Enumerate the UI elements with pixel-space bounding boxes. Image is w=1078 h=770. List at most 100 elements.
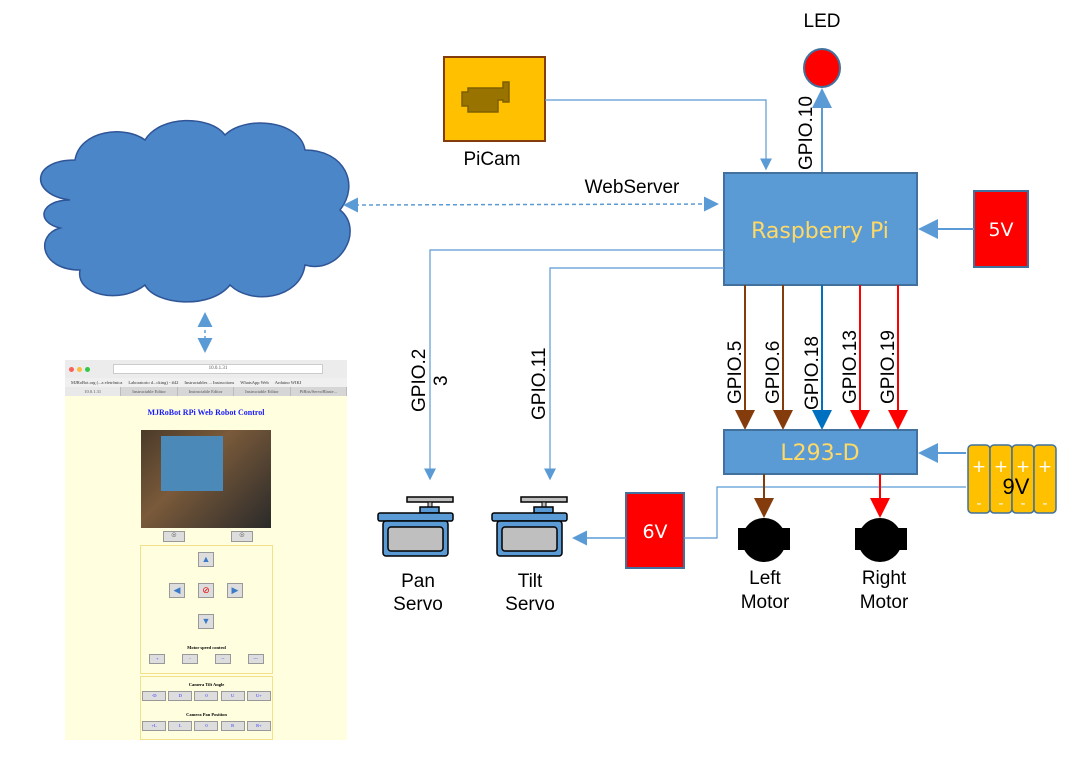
pan-label: Camera Pan Position [186,712,227,717]
left-motor-icon [738,518,790,562]
bookmark: Instructables ... Instructions [184,380,235,385]
browser-tab: 10.0.1.31 [65,387,122,396]
webserver-label: WebServer [585,177,680,198]
bookmark: Arduino WIKI [274,380,302,385]
web-control-screenshot: 10.0.1.31 MJRoBot.org (...a eletrônica L… [65,360,347,740]
bookmark: WhatsApp Web [240,380,269,385]
gpio23-label: GPIO.2 [409,349,430,412]
plus-sign: + [1038,457,1052,477]
browser-tab: Instructable Editor [121,387,178,396]
browser-toolbar: 10.0.1.31 [65,360,347,378]
gpio5-label: GPIO.5 [725,341,746,404]
speed-button: -- [214,654,231,664]
camera-control-panel: Camera Tilt Angle -D D 0 U U+ Camera Pan… [140,676,273,740]
down-arrow-icon: ▼ [198,614,214,629]
minus-sign: - [998,496,1003,512]
right-motor-label-1: Right [862,568,907,589]
bookmark: MJRoBot.org (...a eletrônica [71,380,123,385]
6v-supply-box [625,492,685,569]
tilt-button: -D [142,691,167,701]
left-motor-label-1: Left [749,568,781,589]
tilt-button: U [220,691,245,701]
tilt-servo-link [544,267,724,481]
pan-button: 0 [194,721,219,731]
motor-control-panel: ▲ ◀ ⊘ ▶ ▼ Motor speed control + - -- --- [140,545,273,674]
speed-button: - [182,654,199,664]
pan-servo-label-2: Servo [393,594,443,615]
plus-sign: + [1016,457,1030,477]
camera-feed-image [141,430,271,528]
browser-tab: Instructable Editor [178,387,235,396]
l293d-box [723,429,918,475]
gpio10-label: GPIO.10 [796,96,817,170]
tilt-buttons: -D D 0 U U+ [141,691,272,701]
pan-button: R [220,721,245,731]
browser-tab: Instructable Editor [234,387,291,396]
gpio18-label: GPIO.18 [802,336,823,410]
tilt-servo-label-2: Servo [505,594,555,615]
browser-tabs: 10.0.1.31 Instructable Editor Instructab… [65,387,347,396]
gpio11-label: GPIO.11 [529,347,550,420]
5v-supply-box [973,190,1029,268]
web-page-title: MJRoBot RPi Web Robot Control [147,408,265,417]
lamp-off-button: ☉ [163,531,185,542]
gpio23-label-line1: GPIO.2 [409,349,430,412]
browser-tab: PiBits/ServoBlaste... [291,387,347,396]
pan-button: R+ [246,721,271,731]
close-dot-icon [69,366,74,372]
battery-to-6v-link [684,486,966,539]
left-motor-label-2: Motor [741,592,790,613]
tilt-label: Camera Tilt Angle [188,682,225,687]
tilt-servo-icon [491,496,568,557]
plus-sign: + [972,457,986,477]
stop-icon: ⊘ [198,583,214,598]
camera-icon [461,81,510,113]
gpio13-label: GPIO.13 [840,330,861,404]
speed-button: + [149,654,166,664]
plus-sign: + [994,457,1008,477]
pan-button: L [168,721,193,731]
minus-sign: - [1020,496,1025,512]
bookmark: Laboratorio d...cking) - #42 [128,380,179,385]
minimize-dot-icon [77,366,82,372]
tilt-button: 0 [194,691,219,701]
led-icon [803,48,841,88]
left-arrow-icon: ◀ [169,583,185,598]
speed-buttons: + - -- --- [141,654,272,664]
internet-cloud-icon [39,119,351,303]
gpio23-label-line2: 3 [431,375,452,386]
battery-9v-icon: + + + + - - - - [967,444,1057,514]
pan-servo-label-1: Pan [401,571,435,592]
speed-button: --- [247,654,264,664]
6v-label: 6V [642,521,667,543]
pan-button: +L [142,721,167,731]
gpio6-label: GPIO.6 [763,341,784,404]
lamp-on-button: ☉ [231,531,253,542]
speed-label: Motor speed control [187,645,226,650]
minus-sign: - [1042,496,1047,512]
pan-buttons: +L L 0 R R+ [141,721,272,731]
tilt-button: U+ [246,691,271,701]
tilt-servo-label-1: Tilt [518,571,543,592]
raspberry-pi-label: Raspberry Pi [751,219,889,244]
9v-label: 9V [1003,474,1030,499]
led-label: LED [804,11,841,32]
picam-link [545,99,772,171]
tilt-button: D [168,691,193,701]
monitor-in-feed [161,436,223,491]
webserver-link [343,196,719,213]
bookmarks-bar: MJRoBot.org (...a eletrônica Laboratorio… [65,378,347,387]
right-motor-label-2: Motor [860,592,909,613]
l293d-label: L293-D [780,441,859,466]
raspberry-pi-box [723,172,918,286]
pan-servo-link [424,249,724,481]
pan-servo-icon [377,496,454,557]
picam-label: PiCam [463,149,520,170]
gpio19-label: GPIO.19 [878,330,899,404]
right-motor-icon [855,518,907,562]
maximize-dot-icon [85,366,90,372]
minus-sign: - [976,496,981,512]
up-arrow-icon: ▲ [198,552,214,567]
